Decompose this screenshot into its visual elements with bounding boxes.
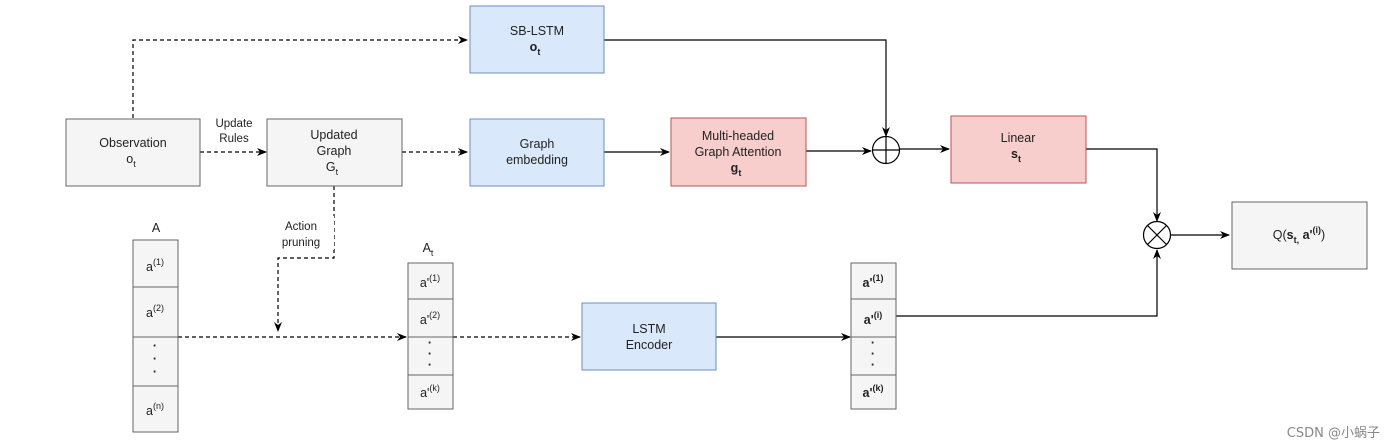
- list-at-dot-3: ·: [428, 358, 432, 372]
- edge-encoded-to-product: [896, 249, 1161, 317]
- list-encoded-cell-k: a'(k): [863, 383, 884, 400]
- edge-linear-to-product: [1086, 148, 1161, 222]
- list-at-dot-2: ·: [428, 347, 432, 361]
- node-lstm-encoder[interactable]: LSTM Encoder: [581, 302, 717, 371]
- updated-graph-symbol: Gt: [326, 160, 339, 177]
- list-at-cell-k: a'(k): [420, 383, 440, 400]
- node-graph-attention[interactable]: Multi-headed Graph Attention gt: [670, 117, 807, 187]
- linear-title: Linear: [1001, 131, 1036, 145]
- edge-label-update-rules: Update Rules: [205, 114, 263, 148]
- list-encoded-dot-1: ·: [871, 336, 875, 350]
- update-rules-line2: Rules: [219, 133, 249, 145]
- node-observation[interactable]: Observation ot: [65, 118, 201, 187]
- list-a-cell-1: a(1): [146, 257, 164, 274]
- list-at: At a'(1) a'(2) · · · a'(k): [407, 241, 454, 410]
- node-graph-embedding[interactable]: Graph embedding: [469, 118, 605, 187]
- q-output-label: Q(st, a'(i)): [1273, 225, 1325, 245]
- list-encoded-cell-1: a'(1): [863, 273, 884, 290]
- list-at-cell-1: a'(1): [420, 273, 440, 290]
- edge-observation-to-sblstm: [132, 36, 468, 118]
- linear-symbol: st: [1011, 147, 1021, 164]
- list-at-title: At: [423, 241, 434, 258]
- observation-symbol: ot: [126, 152, 136, 169]
- list-encoded-dot-2: ·: [871, 347, 875, 361]
- sb-lstm-title: SB-LSTM: [510, 24, 564, 38]
- attention-symbol: gt: [731, 161, 742, 178]
- node-sb-lstm[interactable]: SB-LSTM ot: [469, 5, 605, 74]
- lstm-encoder-line1: LSTM: [632, 322, 665, 336]
- list-a-dot-1: ·: [153, 339, 157, 353]
- attention-line2: Graph Attention: [695, 145, 782, 159]
- graph-embedding-line2: embedding: [506, 153, 568, 167]
- list-encoded-dot-3: ·: [871, 358, 875, 372]
- list-at-cell-2: a'(2): [420, 310, 440, 327]
- list-a-cell-2: a(2): [146, 303, 164, 320]
- list-a-dot-3: ·: [153, 365, 157, 379]
- node-q-output[interactable]: Q(st, a'(i)): [1231, 201, 1368, 270]
- graph-embedding-line1: Graph: [520, 137, 555, 151]
- lstm-encoder-line2: Encoder: [626, 338, 673, 352]
- edges: [132, 36, 1230, 341]
- updated-graph-line2: Graph: [317, 144, 352, 158]
- observation-title: Observation: [99, 136, 166, 150]
- product-operator-icon: [1142, 220, 1172, 250]
- edge-sblstm-to-sum: [604, 39, 890, 137]
- list-a-cell-n: a(n): [146, 401, 164, 418]
- updated-graph-line1: Updated: [310, 128, 357, 142]
- attention-line1: Multi-headed: [702, 129, 774, 143]
- list-encoded-cell-i: a'(i): [864, 310, 882, 327]
- sum-operator-icon: [871, 135, 901, 165]
- action-pruning-line2: pruning: [282, 237, 320, 249]
- list-a-title: A: [152, 221, 161, 235]
- node-linear[interactable]: Linear st: [950, 115, 1087, 184]
- node-updated-graph[interactable]: Updated Graph Gt: [266, 118, 403, 187]
- edge-label-action-pruning: Action pruning: [272, 216, 334, 250]
- list-a: A a(1) a(2) · · · a(n): [132, 221, 179, 433]
- action-pruning-line1: Action: [285, 221, 317, 233]
- list-a-dot-2: ·: [153, 352, 157, 366]
- update-rules-line1: Update: [215, 118, 252, 130]
- edge-graph-action-pruning: [274, 186, 335, 332]
- list-encoded: a'(1) a'(i) · · · a'(k): [850, 262, 897, 410]
- sb-lstm-symbol: ot: [530, 40, 541, 57]
- watermark: CSDN @小蜗子: [1286, 426, 1380, 441]
- list-at-dot-1: ·: [428, 336, 432, 350]
